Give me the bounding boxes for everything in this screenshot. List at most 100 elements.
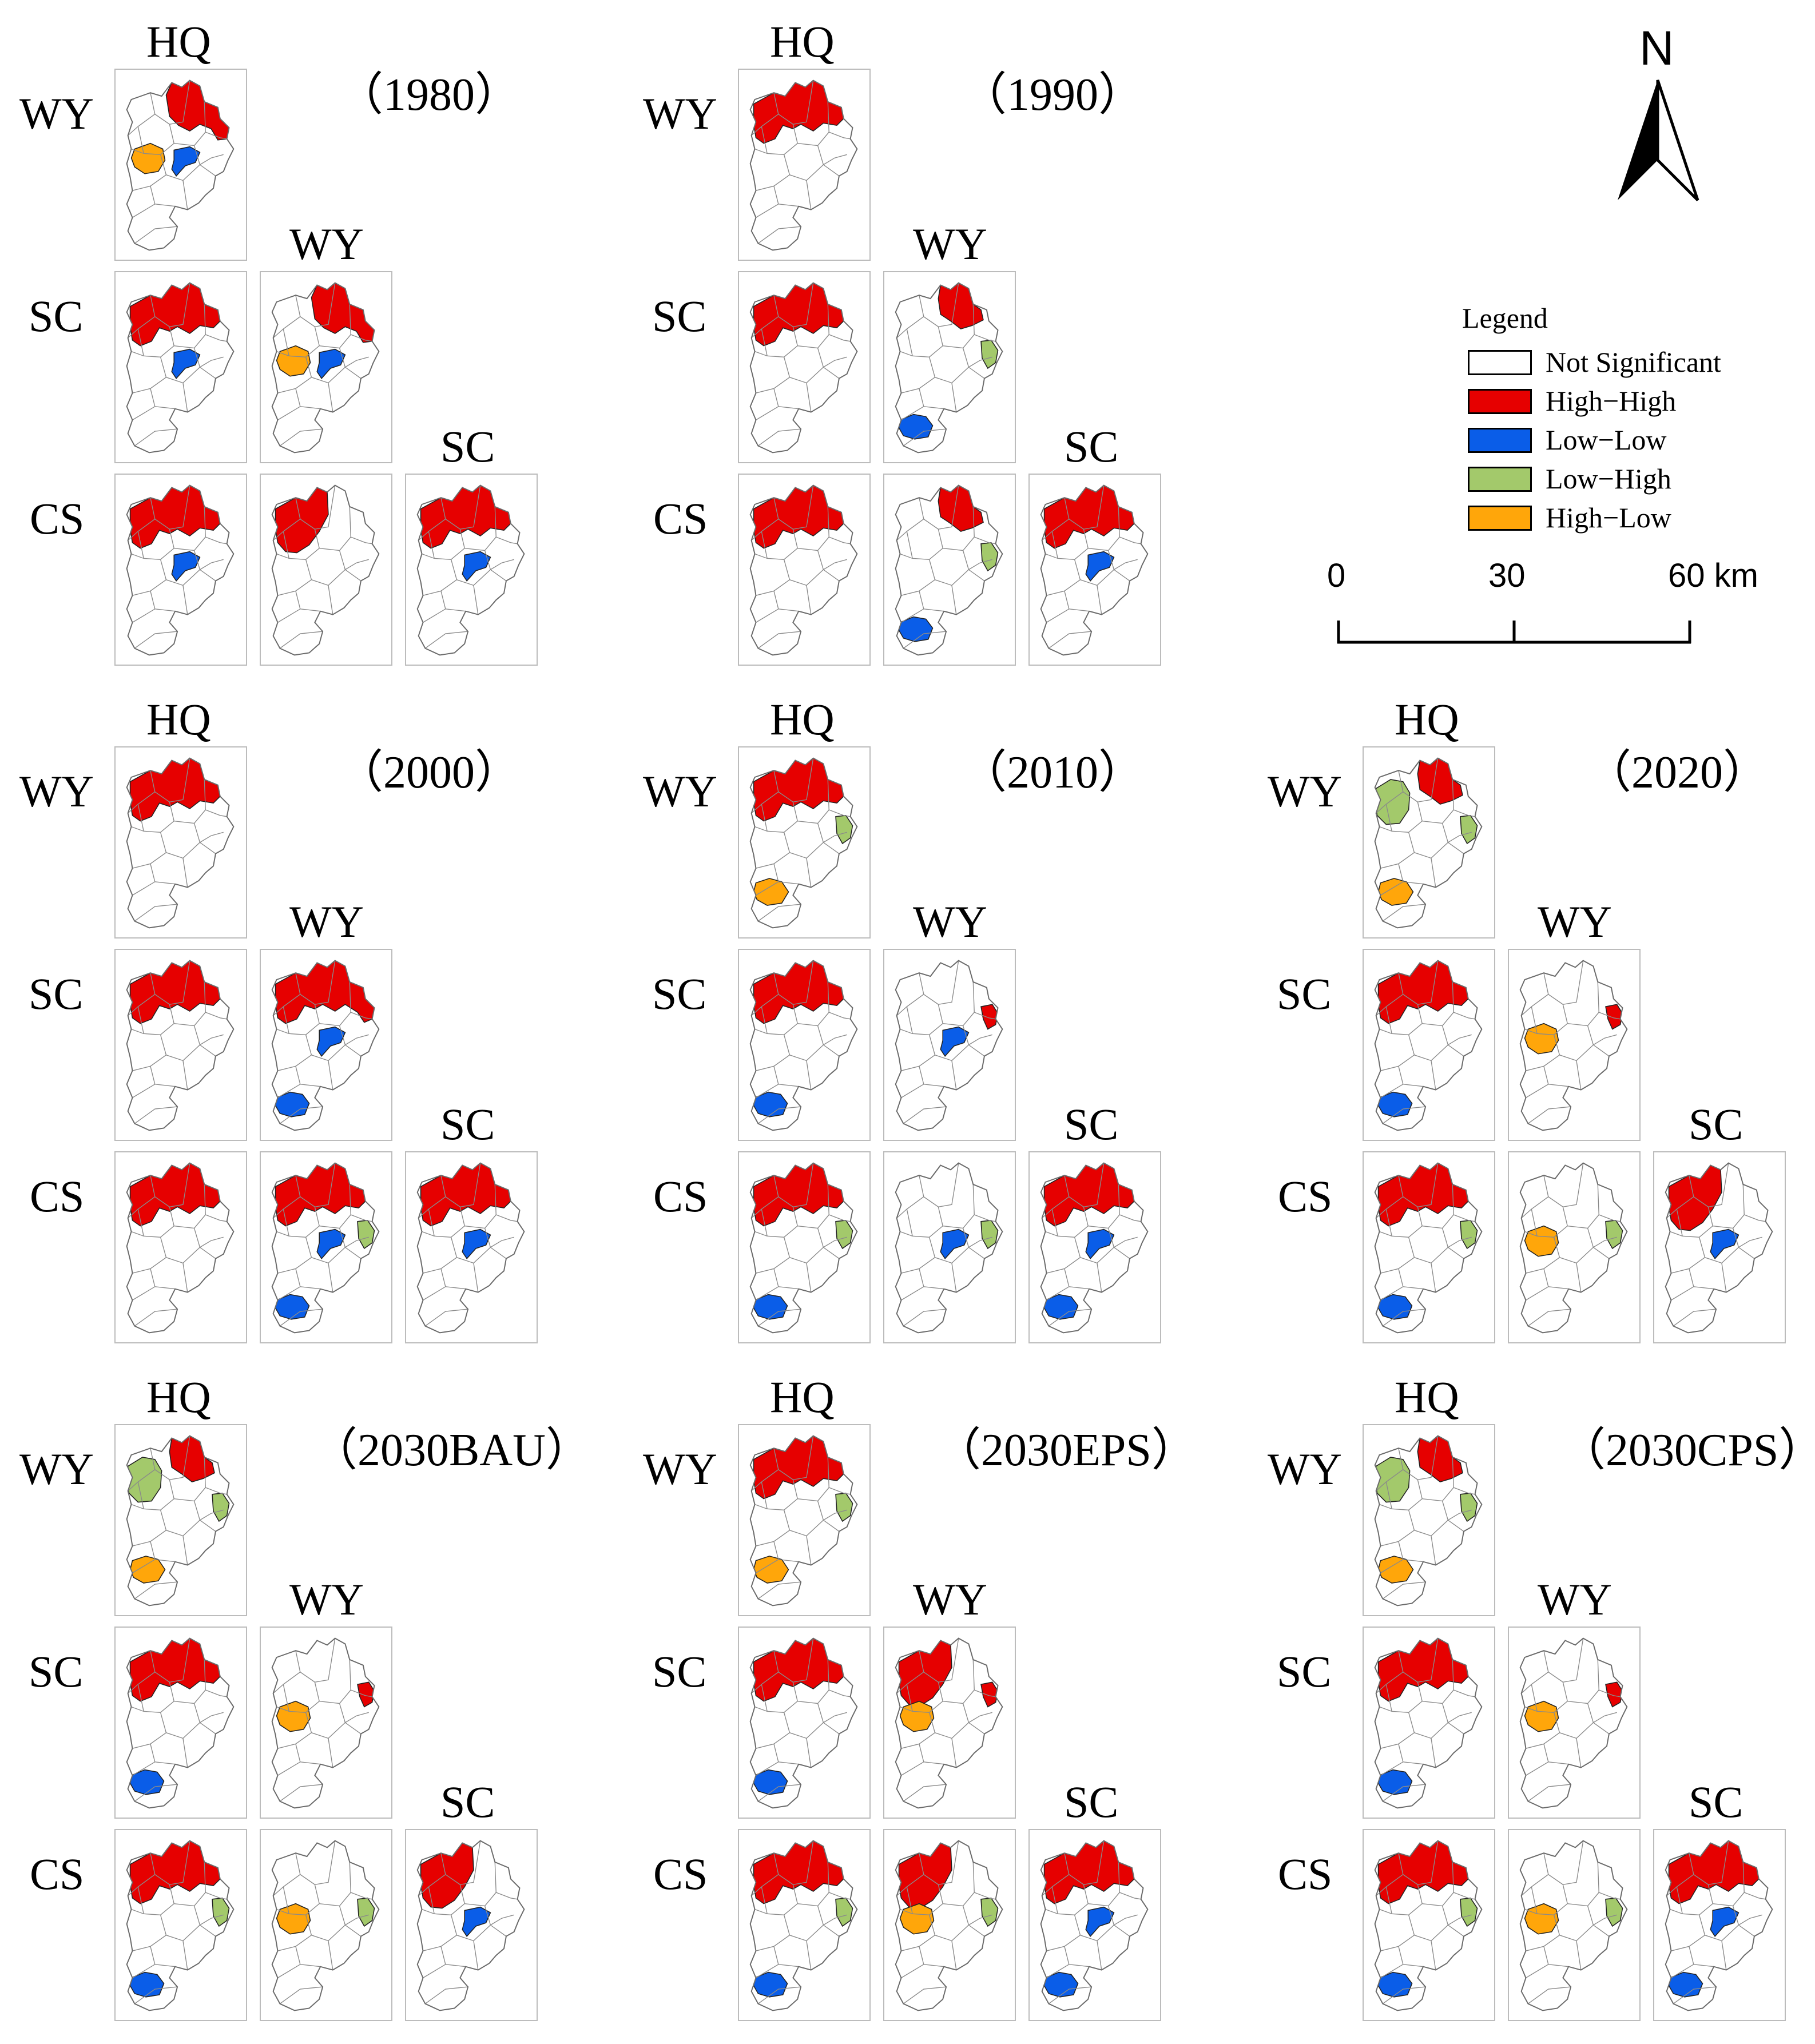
district-boundary	[806, 383, 812, 412]
district-boundary	[1398, 864, 1424, 885]
district-boundary	[823, 1034, 847, 1045]
column-label-wy: WY	[289, 897, 364, 947]
district-boundary	[1398, 1268, 1424, 1290]
district-boundary	[761, 1684, 768, 1712]
district-boundary	[938, 1184, 975, 1229]
north-arrow-icon	[1618, 79, 1699, 201]
district-boundary	[1543, 1744, 1569, 1765]
district-boundary	[205, 809, 227, 817]
district-boundary	[473, 1263, 479, 1293]
district-boundary	[280, 1784, 323, 1802]
region-map	[126, 484, 235, 656]
district-boundary	[205, 1487, 227, 1495]
district-boundary	[137, 1684, 144, 1712]
row-label-sc: SC	[652, 1647, 707, 1696]
district-boundary	[160, 1035, 200, 1061]
cluster-map-cell	[738, 474, 871, 666]
district-boundary	[1385, 1482, 1392, 1509]
column-label-sc: SC	[440, 1099, 495, 1149]
district-boundary	[1046, 1935, 1081, 1951]
district-boundary	[473, 1940, 479, 1970]
district-boundary	[1046, 1257, 1081, 1274]
scale-tick-60: 60 km	[1668, 557, 1758, 594]
study-area-outline	[416, 1162, 525, 1334]
study-area-outline	[749, 757, 858, 929]
district-boundary	[350, 334, 372, 342]
district-boundary	[1408, 832, 1448, 859]
district-boundary	[182, 383, 188, 412]
column-label-sc: SC	[1689, 1777, 1743, 1827]
district-boundary	[160, 1915, 200, 1942]
panel-year-label: （2010）	[961, 747, 1144, 798]
cluster-map-cell	[738, 1424, 871, 1616]
region-map	[271, 282, 380, 454]
district-boundary	[473, 585, 479, 615]
district-boundary	[1383, 1986, 1426, 2005]
district-boundary	[1528, 1309, 1571, 1327]
district-boundary	[938, 1862, 975, 1907]
district-boundary	[896, 1671, 924, 1694]
district-boundary	[828, 334, 851, 342]
row-label-wy: WY	[643, 766, 717, 816]
district-boundary	[901, 1761, 924, 1776]
district-boundary	[1380, 1257, 1415, 1274]
cluster-region	[1085, 1228, 1115, 1259]
district-boundary	[823, 1712, 847, 1723]
cluster-map-cell	[260, 271, 392, 463]
panel-year-label: （2030BAU）	[312, 1425, 591, 1476]
legend-label: High−Low	[1546, 502, 1671, 534]
district-boundary	[132, 1286, 156, 1301]
region-map	[895, 484, 1003, 656]
cluster-map-cell	[405, 1151, 538, 1343]
district-boundary	[128, 1874, 156, 1896]
district-boundary	[160, 357, 200, 384]
district-boundary	[137, 126, 144, 154]
cluster-map-cell	[1653, 1151, 1786, 1343]
district-boundary	[132, 1964, 156, 1978]
district-boundary	[273, 1671, 301, 1694]
district-boundary	[134, 631, 178, 649]
district-boundary	[137, 1887, 144, 1914]
district-boundary	[459, 1862, 497, 1907]
district-boundary	[1051, 531, 1058, 559]
column-label-wy: WY	[1538, 1574, 1612, 1624]
district-boundary	[1074, 1915, 1114, 1942]
district-boundary	[806, 180, 812, 210]
cluster-region	[899, 1700, 935, 1732]
district-boundary	[938, 506, 975, 551]
panel-year-label: （1990）	[961, 70, 1144, 120]
district-boundary	[1376, 993, 1404, 1016]
district-boundary	[277, 1286, 301, 1301]
region-map	[1374, 960, 1483, 1131]
district-boundary	[823, 1236, 847, 1248]
district-boundary	[1453, 1012, 1475, 1020]
district-boundary	[756, 1286, 779, 1301]
study-area-outline	[271, 484, 380, 656]
district-boundary	[182, 858, 188, 888]
district-boundary	[773, 960, 814, 1005]
district-boundary	[900, 1701, 943, 1713]
region-map	[1665, 1162, 1773, 1334]
cluster-region	[1524, 1225, 1559, 1257]
district-boundary	[903, 428, 947, 447]
cluster-map-cell	[738, 746, 871, 939]
study-area-outline	[1374, 960, 1483, 1131]
district-boundary	[273, 1874, 301, 1896]
district-boundary	[276, 1226, 320, 1238]
district-boundary	[773, 758, 814, 802]
study-area-outline	[1040, 1162, 1149, 1334]
legend-label: Not Significant	[1546, 346, 1721, 378]
study-area-outline	[895, 1637, 1003, 1809]
district-boundary	[1398, 1744, 1424, 1765]
district-boundary	[1598, 1012, 1621, 1020]
cluster-map-cell	[738, 1627, 871, 1819]
district-boundary	[1743, 1214, 1766, 1222]
district-boundary	[751, 316, 779, 339]
district-boundary	[756, 204, 779, 218]
district-boundary	[974, 1892, 996, 1900]
study-area-outline	[126, 1637, 235, 1809]
district-boundary	[754, 345, 798, 358]
district-boundary	[754, 1903, 798, 1916]
district-boundary	[283, 1887, 289, 1914]
study-area-outline	[271, 1162, 380, 1334]
